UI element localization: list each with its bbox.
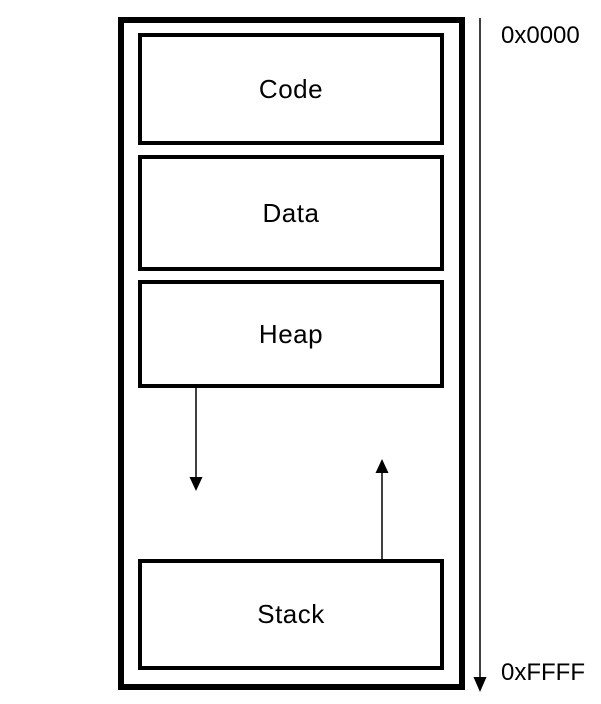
segment-box-stack: Stack: [138, 559, 444, 670]
segment-box-data: Data: [138, 155, 444, 271]
segment-label-code: Code: [258, 73, 324, 104]
segment-box-code: Code: [138, 33, 444, 145]
address-label-top: 0x0000: [501, 22, 580, 49]
segment-label-stack: Stack: [257, 599, 325, 629]
segment-box-heap: Heap: [138, 280, 444, 388]
address-axis-arrow: [473, 18, 487, 692]
segment-label-heap: Heap: [258, 318, 324, 349]
address-label-bottom: 0xFFFF: [501, 659, 585, 686]
segment-label-data: Data: [262, 197, 320, 228]
